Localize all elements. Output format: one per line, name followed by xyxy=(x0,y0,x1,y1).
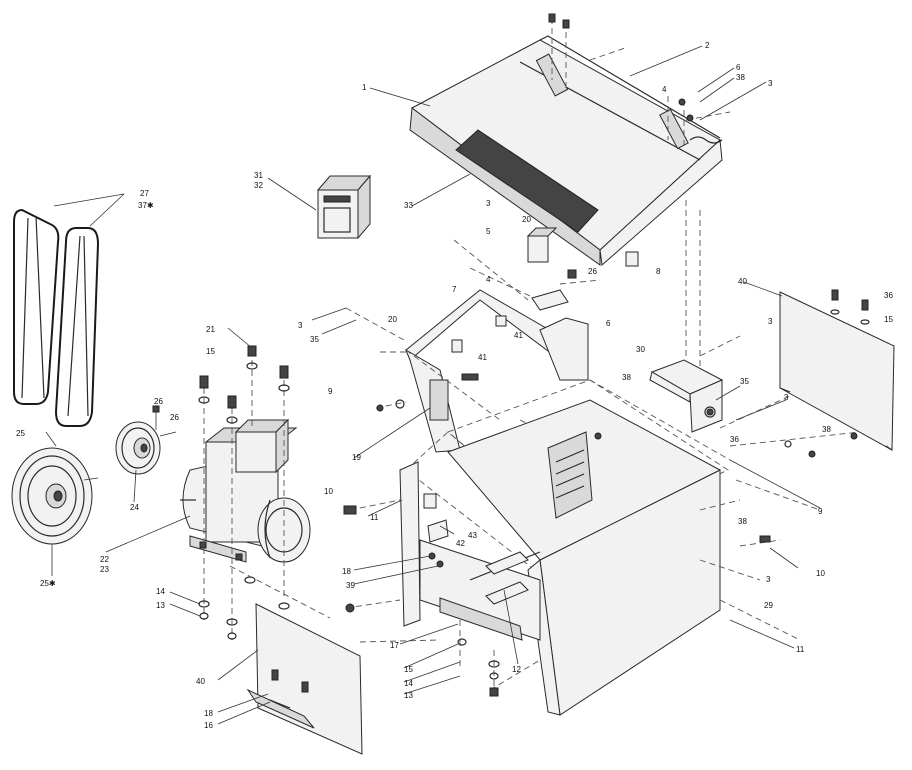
label-25-b: 25✱ xyxy=(40,579,56,588)
label-23: 23 xyxy=(100,565,109,574)
label-38: 38 xyxy=(736,73,745,82)
label-11-b: 11 xyxy=(796,645,805,654)
switch-box xyxy=(316,174,372,240)
label-13-b: 13 xyxy=(404,691,413,700)
label-16: 16 xyxy=(204,721,213,730)
label-41-b: 41 xyxy=(478,353,487,362)
leader-lines xyxy=(45,45,821,725)
label-38-c: 38 xyxy=(822,425,831,434)
label-31: 31 xyxy=(254,171,263,180)
label-29: 29 xyxy=(764,601,773,610)
label-4: 4 xyxy=(662,85,667,94)
label-18-b: 18 xyxy=(204,709,213,718)
label-32: 32 xyxy=(254,181,263,190)
label-8: 8 xyxy=(656,267,661,276)
label-36-b: 36 xyxy=(730,435,739,444)
v-belts xyxy=(13,208,100,427)
large-pulley xyxy=(11,447,99,545)
label-2: 2 xyxy=(705,41,710,50)
label-3-d: 3 xyxy=(768,317,773,326)
label-26-c: 26 xyxy=(170,413,179,422)
label-22: 22 xyxy=(100,555,109,564)
label-9-a: 9 xyxy=(328,387,333,396)
label-15-a: 15 xyxy=(884,315,893,324)
front-panel-left xyxy=(246,603,363,755)
label-6-b: 6 xyxy=(606,319,611,328)
label-40-a: 40 xyxy=(738,277,747,286)
label-20-a: 20 xyxy=(522,215,531,224)
label-37: 37✱ xyxy=(138,201,154,210)
label-20-b: 20 xyxy=(388,315,397,324)
label-9-b: 9 xyxy=(818,507,823,516)
label-26-b: 26 xyxy=(154,397,163,406)
label-43: 43 xyxy=(468,531,477,540)
label-27: 27 xyxy=(140,189,149,198)
label-25-a: 25 xyxy=(16,429,25,438)
label-13-a: 13 xyxy=(156,601,165,610)
label-3: 3 xyxy=(768,79,773,88)
cover-screws xyxy=(548,13,731,150)
top-cover xyxy=(409,35,723,266)
label-41-a: 41 xyxy=(514,331,523,340)
label-33: 33 xyxy=(404,201,413,210)
label-3-e: 3 xyxy=(784,393,789,402)
label-40-b: 40 xyxy=(196,677,205,686)
label-3-c: 3 xyxy=(298,321,303,330)
label-26-a: 26 xyxy=(588,267,597,276)
label-14-b: 14 xyxy=(404,679,413,688)
label-6: 6 xyxy=(736,63,741,72)
part-labels: 1 2 6 38 3 4 31 32 33 3 27 37✱ 20 5 26 8… xyxy=(16,41,893,730)
fasteners xyxy=(229,200,861,700)
label-7: 7 xyxy=(452,285,457,294)
label-21: 21 xyxy=(206,325,215,334)
label-24: 24 xyxy=(130,503,139,512)
label-1: 1 xyxy=(362,83,367,92)
label-15-b: 15 xyxy=(206,347,215,356)
label-35-a: 35 xyxy=(310,335,319,344)
label-14-a: 14 xyxy=(156,587,165,596)
label-42: 42 xyxy=(456,539,465,548)
label-10-b: 10 xyxy=(816,569,825,578)
label-12: 12 xyxy=(512,665,521,674)
main-cabinet xyxy=(447,399,722,716)
label-38-b: 38 xyxy=(622,373,631,382)
label-36-a: 36 xyxy=(884,291,893,300)
small-parts xyxy=(423,227,639,568)
label-30: 30 xyxy=(636,345,645,354)
label-3-f: 3 xyxy=(766,575,771,584)
motor-mount-bracket xyxy=(649,359,724,433)
label-11-a: 11 xyxy=(370,513,379,522)
motor-bolts xyxy=(198,345,290,640)
label-35-b: 35 xyxy=(740,377,749,386)
label-39: 39 xyxy=(346,581,355,590)
left-brace xyxy=(399,461,541,641)
label-4-b: 4 xyxy=(486,275,491,284)
small-pulley xyxy=(115,405,177,475)
rear-panel-right xyxy=(779,289,895,451)
label-38-d: 38 xyxy=(738,517,747,526)
belt-guard-bracket xyxy=(404,289,589,453)
label-3-top: 3 xyxy=(486,199,491,208)
motor xyxy=(180,418,311,563)
label-17: 17 xyxy=(390,641,399,650)
label-18-a: 18 xyxy=(342,567,351,576)
label-15-c: 15 xyxy=(404,665,413,674)
label-19: 19 xyxy=(352,453,361,462)
label-10-a: 10 xyxy=(324,487,333,496)
label-5: 5 xyxy=(486,227,491,236)
